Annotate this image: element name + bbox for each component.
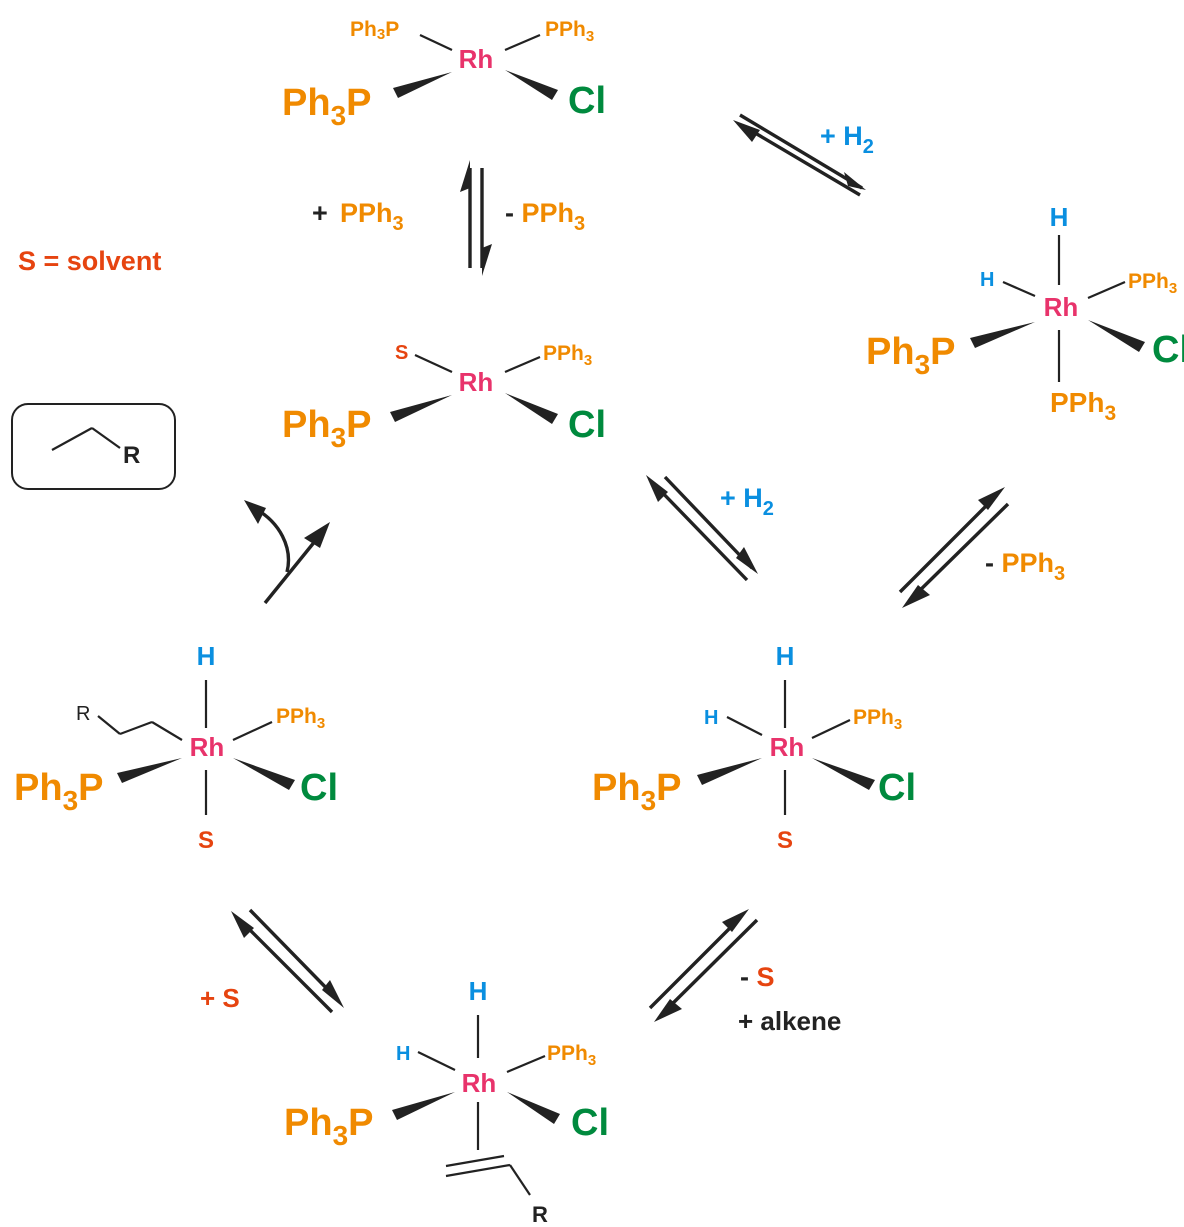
pph3-ligand: PPh3 <box>1050 387 1116 425</box>
pph3-ligand-small: PPh3 <box>543 342 592 369</box>
equilibrium-arrow-h2-top <box>733 113 866 197</box>
r-group: R <box>532 1202 548 1227</box>
pph3-ligand-small: PPh3 <box>545 18 594 45</box>
equilibrium-arrow-plus-s <box>231 908 344 1014</box>
solvent-ligand: S <box>198 827 214 854</box>
reductive-elimination-arrow <box>244 500 330 605</box>
r-group: R <box>123 442 140 469</box>
label-plus-pph3: + <box>312 198 328 228</box>
label-plus-h2-top: + H2 <box>820 121 874 158</box>
complex-rhcl-s-pph3-2: Rh S PPh3 Ph3P Cl <box>282 342 606 453</box>
ph3p-ligand: Ph3P <box>282 404 372 453</box>
ph3p-ligand: Ph3P <box>866 331 956 380</box>
solvent-ligand: S <box>395 342 408 364</box>
complex-rhh2cl-pph3-3: H H Rh PPh3 Ph3P Cl PPh3 <box>866 202 1184 425</box>
rh-atom: Rh <box>770 732 805 762</box>
chloride-ligand: Cl <box>568 404 606 446</box>
ph3p-ligand: Ph3P <box>14 767 104 816</box>
ph3p-ligand: Ph3P <box>284 1102 374 1151</box>
rh-atom: Rh <box>190 732 225 762</box>
hydride-ligand-small: H <box>396 1043 410 1065</box>
hydride-ligand: H <box>776 641 795 671</box>
complex-alkene-dihydride: H H Rh PPh3 Ph3P Cl R <box>284 976 609 1227</box>
label-minus-pph3: - PPh3 <box>505 198 585 235</box>
r-group: R <box>76 703 90 725</box>
chloride-ligand: Cl <box>1152 329 1184 371</box>
solvent-ligand: S <box>777 827 793 854</box>
chloride-ligand: Cl <box>300 767 338 809</box>
label-plus-s: + S <box>200 983 240 1013</box>
label-minus-s: - S <box>740 962 775 992</box>
pph3-ligand-small: PPh3 <box>276 705 325 732</box>
chloride-ligand: Cl <box>878 767 916 809</box>
ph3p-ligand: Ph3P <box>592 767 682 816</box>
hydride-ligand: H <box>469 976 488 1006</box>
hydride-ligand-small: H <box>704 707 718 729</box>
pph3-ligand-small: Ph3P <box>350 18 399 43</box>
chloride-ligand: Cl <box>568 80 606 122</box>
pph3-ligand-small: PPh3 <box>853 706 902 733</box>
equilibrium-arrow-alkene <box>648 909 759 1022</box>
rh-atom: Rh <box>462 1068 497 1098</box>
rh-atom: Rh <box>459 367 494 397</box>
rh-atom: Rh <box>1044 292 1079 322</box>
label-plus-h2-middle: + H2 <box>720 483 774 520</box>
complex-alkyl-hydride: H R Rh PPh3 Ph3P Cl S <box>14 641 338 854</box>
ph3p-ligand: Ph3P <box>282 82 372 131</box>
equilibrium-arrow-pph3 <box>460 160 492 276</box>
solvent-legend: S = solvent <box>18 246 161 276</box>
pph3-ligand-small: PPh3 <box>1128 270 1177 297</box>
chloride-ligand: Cl <box>571 1102 609 1144</box>
label-minus-pph3-right: - PPh3 <box>985 548 1065 585</box>
hydride-ligand: H <box>197 641 216 671</box>
product-alkane-box: R <box>11 403 176 490</box>
rh-atom: Rh <box>459 44 494 74</box>
hydride-ligand: H <box>1050 202 1069 232</box>
label-plus-pph3-ligand: PPh3 <box>340 198 404 235</box>
complex-dihydride-solvent: H H Rh PPh3 Ph3P Cl S <box>592 641 916 854</box>
equilibrium-arrow-h2-middle <box>646 475 758 582</box>
label-plus-alkene: + alkene <box>738 1006 841 1036</box>
pph3-ligand-small: PPh3 <box>547 1042 596 1069</box>
equilibrium-arrow-minus-pph3 <box>898 487 1010 608</box>
complex-rhcl-pph3-3: Rh Ph3P PPh3 Ph3P Cl <box>282 18 606 131</box>
hydride-ligand-small: H <box>980 269 994 291</box>
